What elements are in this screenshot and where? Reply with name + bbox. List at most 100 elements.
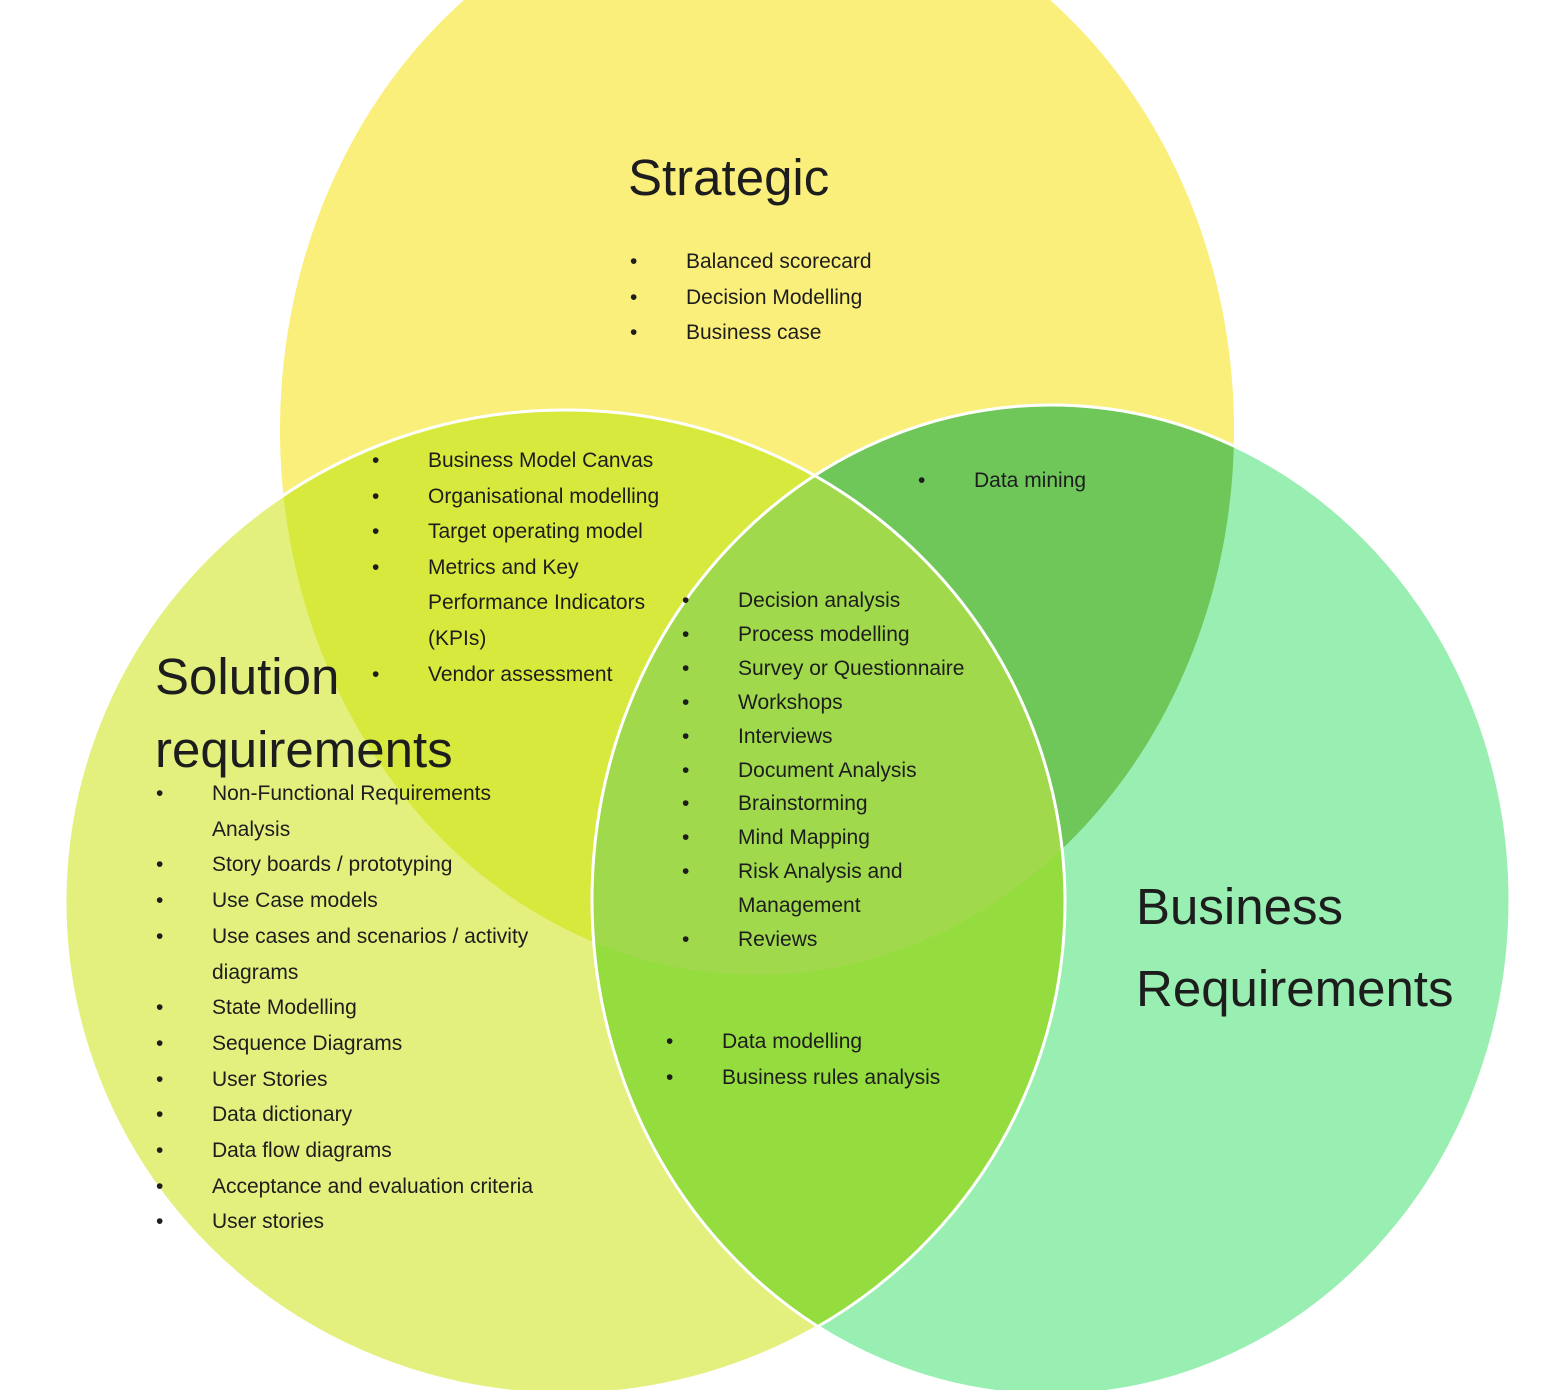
bullet-icon: • [918,469,926,492]
list-item: • Story boards / prototyping [156,847,557,883]
list-item-text: Risk Analysis and Management [738,860,903,918]
bullet-icon: • [372,449,380,472]
bullet-icon: • [682,860,690,884]
list-item: • Data dictionary [156,1097,557,1133]
bullet-icon: • [682,826,690,850]
list-item-text: Story boards / prototyping [212,853,453,877]
list-item: •Business case [630,315,960,351]
list-item: •Process modelling [682,618,1010,652]
list-item-text: Workshops [738,690,843,714]
list-item-text: Target operating model [428,520,643,544]
bullet-icon: • [372,520,380,544]
list-item-text: Sequence Diagrams [212,1031,403,1055]
all-three-list: •Decision analysis•Process modelling•Sur… [682,584,1010,957]
bullet-icon: • [156,1139,164,1163]
bullet-icon: • [156,1103,164,1127]
bullet-icon: • [682,792,690,816]
list-item-text: Use cases and scenarios / activity diagr… [212,924,529,984]
solution-business-list: • Data modelling • Business rules analysis [666,1024,996,1096]
list-item-text: Metrics and Key Performance Indicators (… [428,555,646,650]
list-item: • Document Analysis [682,754,1010,788]
list-item-text: Data dictionary [212,1103,353,1127]
list-item: • User stories [156,1204,557,1240]
bullet-icon: • [156,853,164,877]
list-item: • Data flow diagrams [156,1133,557,1169]
list-item: • Non-Functional Requirements Analysis [156,776,557,847]
list-item-text: Vendor assessment [428,662,613,686]
bullet-icon: • [682,656,690,680]
circle-solution-outline [63,408,1067,1390]
list-item-text: Acceptance and evaluation criteria [212,1174,534,1198]
list-item-text: Mind Mapping [738,826,870,850]
list-item-text: Business Model Canvas [428,449,654,472]
list-item: • Metrics and Key Performance Indicators … [372,550,686,657]
list-item: • Use Case models [156,883,557,919]
list-item-text: Data modelling [722,1030,863,1053]
list-item-text: Survey or Questionnaire [738,656,965,680]
list-item-text: Use Case models [212,889,378,913]
bullet-icon: • [156,924,164,948]
solution-list: • Non-Functional Requirements Analysis • St… [156,776,557,1240]
bullet-icon: • [156,782,164,805]
list-item: •Reviews [682,923,1010,957]
list-item: • User Stories [156,1062,557,1098]
list-item-text: Interviews [738,724,833,748]
strategic-list: • Balanced scorecard •Decision Modelling•B… [630,244,960,351]
list-item-text: Data flow diagrams [212,1139,392,1163]
list-item: • Vendor assessment [372,657,686,693]
bullet-icon: • [682,690,690,714]
list-item-text: Reviews [738,928,818,952]
list-item: • Brainstorming [682,787,1010,821]
bullet-icon: • [372,555,380,579]
list-item-text: Brainstorming [738,792,868,816]
list-item: • Business rules analysis [666,1060,996,1096]
list-item: • Target operating model [372,514,686,550]
list-item: • Acceptance and evaluation criteria [156,1169,557,1205]
list-item-text: State Modelling [212,996,357,1020]
bullet-icon: • [682,622,690,646]
list-item-text: Non-Functional Requirements Analysis [212,782,491,841]
list-item: •Decision Modelling [630,280,960,316]
bullet-icon: • [156,1174,164,1198]
list-item-text: Data mining [974,469,1087,492]
list-item-text: Organisational modelling [428,484,660,508]
list-item-text: User Stories [212,1067,328,1091]
list-item: • State Modelling [156,990,557,1026]
bullet-icon: • [630,250,638,273]
strategic-business-list: • Data mining [918,464,1218,498]
bullet-icon: • [156,889,164,913]
list-item-text: Business rules analysis [722,1066,941,1089]
bullet-icon: • [372,484,380,508]
list-item: • Data modelling [666,1024,996,1060]
list-item: • Balanced scorecard [630,244,960,280]
bullet-icon: • [156,1210,164,1234]
list-item: • Data mining [918,464,1218,498]
bullet-icon: • [156,1067,164,1091]
solution-title: Solution requirements [155,648,453,778]
list-item: • Workshops [682,686,1010,720]
list-item: • Organisational modelling [372,479,686,515]
list-item-text: Document Analysis [738,758,917,782]
list-item-text: User stories [212,1210,325,1234]
list-item: • Risk Analysis and Management [682,855,1010,923]
list-item: • Business Model Canvas [372,443,686,479]
bullet-icon: • [666,1030,674,1053]
bullet-icon: • [372,662,380,686]
bullet-icon: • [666,1066,674,1089]
bullet-icon: • [156,1031,164,1055]
bullet-icon: • [682,758,690,782]
bullet-icon: • [630,321,638,344]
bullet-icon: • [156,996,164,1020]
business-title: Business Requirements [1136,878,1454,1017]
list-item: •Decision analysis [682,584,1010,618]
list-item-text: Balanced scorecard [686,250,872,273]
list-item: • Survey or Questionnaire [682,652,1010,686]
list-item: • Sequence Diagrams [156,1026,557,1062]
list-item: • Mind Mapping [682,821,1010,855]
list-item: • Use cases and scenarios / activity diag… [156,919,557,990]
bullet-icon: • [630,285,638,309]
circle-business-outline [590,403,1512,1390]
bullet-icon: • [682,724,690,748]
